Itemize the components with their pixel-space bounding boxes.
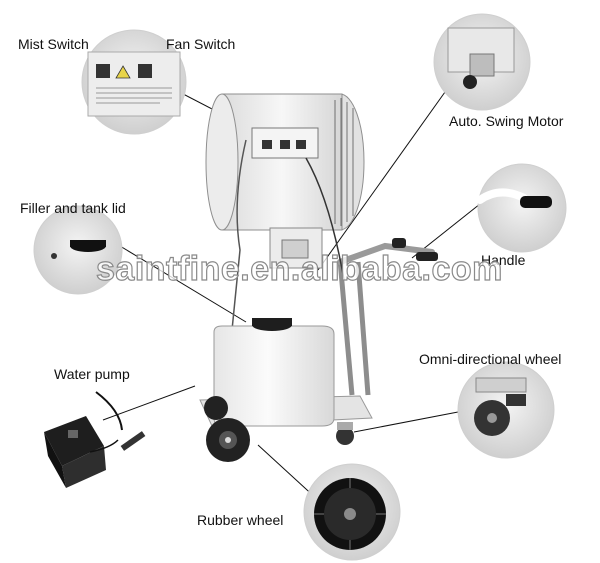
swing-motor-callout <box>433 13 531 111</box>
leader-lines <box>102 77 486 501</box>
rubber-wheel-callout <box>303 463 401 561</box>
handle-grip <box>416 252 438 261</box>
mist-switch-icon <box>96 64 110 78</box>
mist-fan-unit <box>199 93 438 462</box>
water-pump-callout <box>44 391 146 488</box>
label-rubber-wheel: Rubber wheel <box>197 512 284 528</box>
warning-icon <box>115 65 131 79</box>
switch-callout <box>81 29 187 135</box>
watermark: saintfine.en.alibaba.com <box>95 249 503 288</box>
label-water-pump: Water pump <box>54 366 130 382</box>
label-fan-switch: Fan Switch <box>166 36 236 52</box>
water-pump-icon <box>68 430 78 438</box>
tank-lid-icon <box>70 240 106 247</box>
label-omni-directional-wheel: Omni-directional wheel <box>419 351 562 367</box>
label-mist-switch: Mist Switch <box>18 36 89 52</box>
label-auto-swing-motor: Auto. Swing Motor <box>449 113 564 129</box>
handle-grip-icon <box>520 196 552 208</box>
fan-switch-icon <box>138 64 152 78</box>
handle-callout <box>476 163 567 253</box>
handle-grip-upper <box>392 238 406 248</box>
filler-lid-callout <box>33 205 123 295</box>
label-filler-tank-lid: Filler and tank lid <box>20 200 126 216</box>
swing-motor-icon <box>463 75 477 89</box>
label-handle: Handle <box>481 252 526 268</box>
omni-wheel-callout <box>457 361 555 459</box>
